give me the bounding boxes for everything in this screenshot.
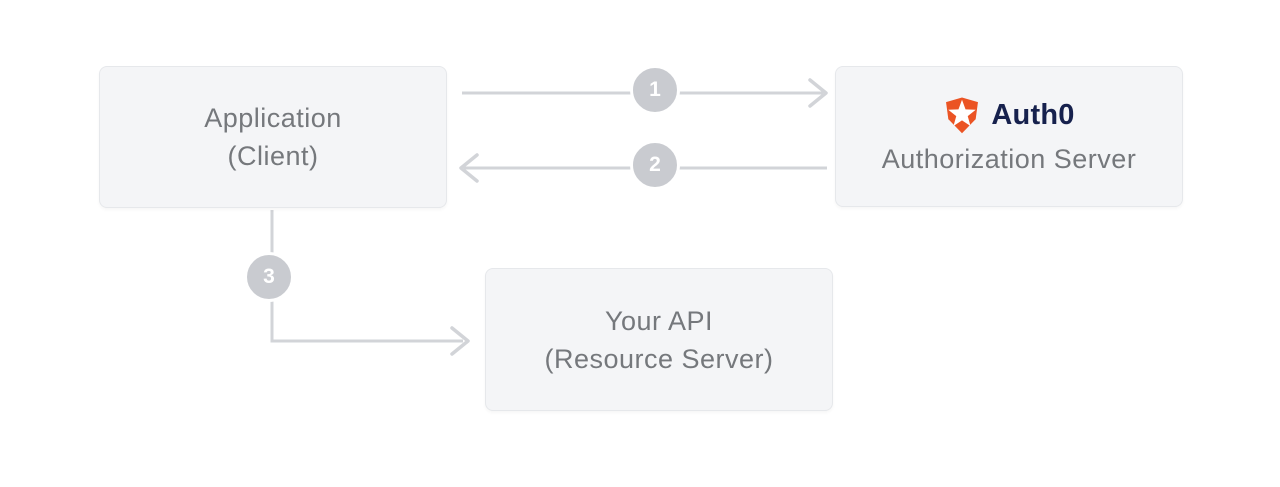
auth0-logo-icon [946,97,979,134]
auth0-logo-row: Auth0 [943,95,1074,135]
auth0-server-label: Authorization Server [881,144,1137,174]
step-number: 2 [649,153,661,176]
step-badge-3: 3 [244,252,294,302]
application-label-line1: Application [204,103,342,133]
step-number: 3 [263,265,275,288]
api-label-line2: (Resource Server) [544,343,774,374]
step-badge-2: 2 [630,140,680,190]
step-badge-1: 1 [630,65,680,115]
arrow-right-icon [450,326,470,356]
step-number: 1 [649,78,661,101]
arrow-right-icon [808,78,828,108]
api-label-line1: Your API [604,305,714,336]
node-your-api-resource-server: Your API (Resource Server) [485,268,833,411]
application-label-line2: (Client) [227,141,319,171]
node-auth0-authorization-server: Auth0 Authorization Server [835,66,1183,207]
node-application-client: Application (Client) [99,66,447,208]
auth0-brand-text: Auth0 [991,99,1075,131]
arrow-left-icon [459,153,479,183]
arrow-3-app-to-api [270,210,470,356]
